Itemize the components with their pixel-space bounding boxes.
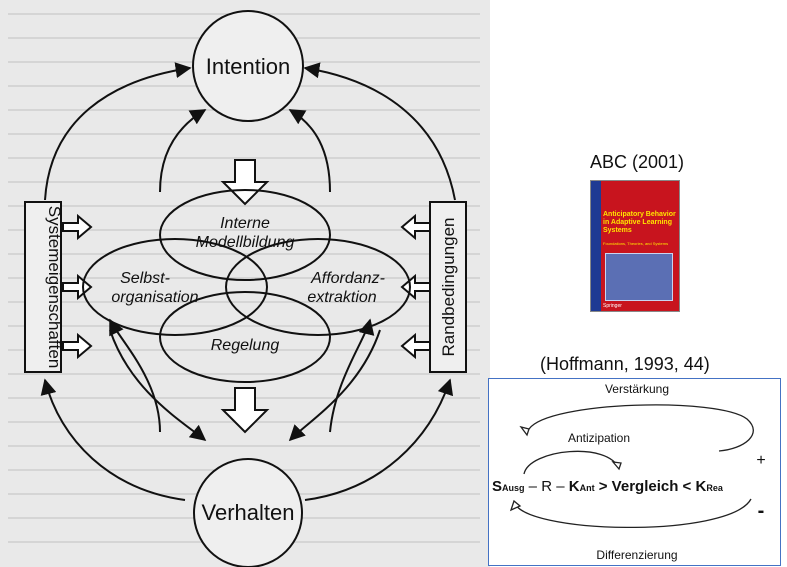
regelung-label: Regelung	[211, 337, 280, 354]
block-arrow-right-3	[62, 332, 93, 360]
book-caption: ABC (2001)	[590, 152, 685, 172]
selbst-label-1: Selbst-	[120, 270, 170, 287]
antizipation-label: Antizipation	[568, 431, 630, 445]
overlapping-ellipses	[82, 189, 411, 383]
arrow-randbedingungen-to-intention	[303, 62, 456, 201]
verhalten-circle	[193, 458, 303, 567]
block-arrow-left-2	[400, 273, 431, 301]
interne-label-1: Interne	[220, 215, 270, 232]
book-cover-illustration	[605, 253, 673, 301]
verstaerkung-loop	[528, 404, 754, 452]
randbedingungen-label: Randbedingungen	[439, 218, 458, 357]
minus-sign: -	[758, 500, 765, 522]
plus-sign: +	[756, 452, 765, 469]
arrow-verhalten-left-up	[109, 318, 161, 433]
hoffmann-model-figure: Verstärkung Antizipation Differenzierung…	[492, 382, 766, 562]
intention-behavior-diagram: Intention Verhalten Systemeigenschaften …	[8, 10, 480, 567]
block-arrow-right-1	[62, 213, 93, 241]
arrow-affordanz-to-verhalten	[288, 329, 381, 442]
block-arrow-left-1	[400, 213, 431, 241]
book-subtitle: Foundations, Theories, and Systems	[603, 241, 669, 246]
arrow-verhalten-to-randbedingungen	[304, 378, 454, 501]
antizipation-loop	[523, 450, 620, 475]
ellipse-regelung	[159, 291, 331, 383]
randbedingungen-box	[429, 201, 467, 373]
hoffmann-model-box: Verstärkung Antizipation Differenzierung…	[488, 378, 781, 566]
differenzierung-loop	[513, 498, 752, 529]
arrow-verhalten-to-systemeigenschaften	[40, 378, 186, 501]
selbst-label-2: organisation	[111, 289, 198, 306]
arrow-selbst-to-verhalten	[109, 329, 207, 441]
systemeigenschaften-box	[24, 201, 62, 373]
block-arrow-right-2	[62, 273, 93, 301]
ellipse-affordanzextraktion	[225, 238, 411, 336]
differenzierung-label: Differenzierung	[596, 548, 677, 562]
book-publisher: Springer	[603, 303, 622, 309]
ellipse-selbstorganisation	[82, 238, 268, 336]
book-cover: Anticipatory Behavior in Adaptive Learni…	[590, 180, 680, 312]
book-title: Anticipatory Behavior in Adaptive Learni…	[603, 211, 676, 234]
systemeigenschaften-label: Systemeigenschaften	[45, 206, 64, 369]
arrow-left-to-intention	[159, 109, 207, 193]
arrow-right-to-intention	[288, 109, 331, 193]
verhalten-label: Verhalten	[202, 500, 295, 525]
block-arrow-down-top	[220, 159, 270, 206]
ellipse-interne-modellbildung	[159, 189, 331, 281]
hoffmann-caption: (Hoffmann, 1993, 44)	[540, 354, 710, 374]
intention-circle	[192, 10, 304, 122]
affordanz-label-1: Affordanz-	[310, 270, 385, 287]
hoffmann-formula: SAusg – R – KAnt > Vergleich < KRea	[492, 478, 724, 495]
arrow-verhalten-right-up	[329, 318, 375, 433]
block-arrow-down-bottom	[220, 387, 270, 434]
intention-label: Intention	[206, 54, 290, 79]
affordanz-label-2: extraktion	[307, 289, 376, 306]
book-spine-strip	[591, 181, 601, 311]
interne-label-2: Modellbildung	[196, 234, 295, 251]
block-arrow-left-3	[400, 332, 431, 360]
feedback-arrows	[40, 62, 456, 501]
arrow-systemeigenschaften-to-intention	[44, 62, 192, 201]
verstaerkung-label: Verstärkung	[605, 382, 669, 396]
